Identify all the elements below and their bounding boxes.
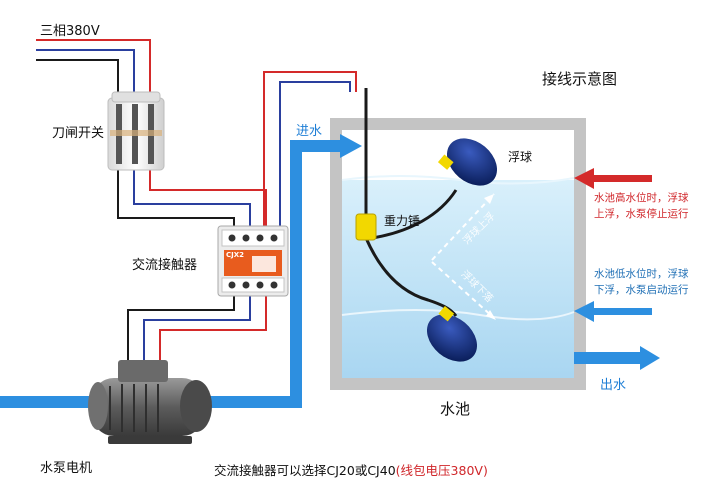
contactor-label: 交流接触器 — [132, 258, 198, 273]
outlet-label: 出水 — [600, 378, 627, 393]
float-up-arrowhead — [484, 194, 494, 204]
float-down-arrowhead — [486, 310, 496, 320]
inlet-pipe — [290, 140, 340, 152]
float-label: 浮球 — [508, 150, 533, 164]
diagram-title: 接线示意图 — [542, 70, 618, 88]
outlet-arrow — [640, 346, 660, 370]
caption-main: 交流接触器可以选择CJ20或CJ40 — [214, 463, 396, 478]
low-level-note-line1: 水池低水位时，浮球 — [594, 268, 689, 280]
weight-label: 重力锤 — [384, 214, 421, 228]
contactor-brand-label: CJX2 — [226, 251, 245, 259]
tank-label: 水池 — [440, 400, 471, 418]
pump-inlet-pipe — [0, 396, 95, 408]
outlet-pipe — [574, 352, 640, 364]
three-phase-label: 三相380V — [40, 24, 100, 39]
high-level-note: 水池高水位时，浮球 上浮，水泵停止运行 — [594, 190, 689, 222]
low-level-arrow — [574, 301, 652, 322]
float-low — [426, 305, 478, 362]
pump-outlet-pipe — [205, 396, 297, 408]
gravity-weight — [355, 213, 377, 241]
inlet-label: 进水 — [296, 124, 323, 139]
high-level-note-line2: 上浮，水泵停止运行 — [594, 208, 689, 220]
knife-switch — [107, 91, 165, 171]
knife-switch-label: 刀闸开关 — [52, 126, 105, 141]
riser-pipe — [290, 140, 302, 408]
float-motion-arrows — [431, 193, 495, 319]
high-level-arrow — [574, 168, 652, 189]
high-level-note-line1: 水池高水位时，浮球 — [594, 192, 689, 204]
low-level-note: 水池低水位时，浮球 下浮，水泵启动运行 — [594, 266, 689, 298]
bottom-caption: 交流接触器可以选择CJ20或CJ40(线包电压380V) — [214, 460, 488, 479]
wires — [36, 39, 357, 372]
motor-pump — [88, 360, 212, 444]
inlet-arrow — [340, 134, 362, 158]
contactor — [217, 225, 289, 297]
low-level-note-line2: 下浮，水泵启动运行 — [594, 284, 689, 296]
motor-pump-label: 水泵电机 — [40, 461, 93, 476]
pipes — [0, 134, 660, 408]
float-high — [437, 138, 498, 186]
caption-highlight: (线包电压380V) — [395, 463, 488, 478]
